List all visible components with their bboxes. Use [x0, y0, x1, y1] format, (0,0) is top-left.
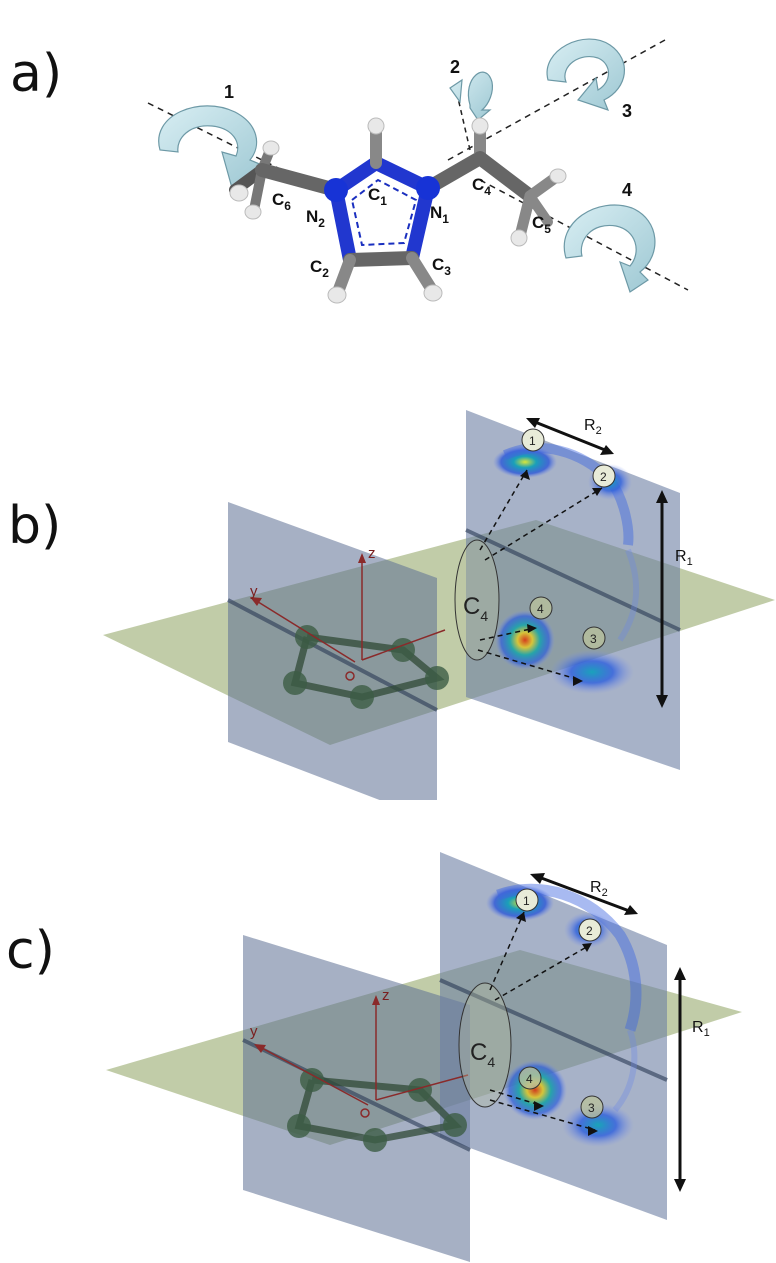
site-marker-3-b: 3: [582, 626, 606, 650]
x-axis-b: [361, 629, 446, 661]
rotation-arrow-1: [158, 105, 264, 190]
density-arc-side-c: [612, 1029, 638, 1112]
r1-label-c: R1: [692, 1019, 710, 1039]
x-axis-c: [375, 1074, 469, 1101]
density-arc-side: [617, 548, 640, 642]
site-marker-3-c: 3: [580, 1095, 604, 1119]
vectors-c: [489, 911, 596, 1131]
svg-text:2: 2: [600, 470, 607, 484]
svg-text:1: 1: [529, 434, 536, 448]
atom-label-c1: C1: [368, 185, 387, 208]
atom-label-n1: N1: [430, 203, 449, 226]
rotation-number-3: 3: [622, 101, 632, 121]
density-site-4: [495, 610, 555, 670]
density-site-3-c: [562, 1103, 634, 1147]
panel-label-a: a): [10, 44, 63, 104]
atom-label-n2: N2: [306, 207, 325, 230]
plane-intersection-right: [465, 528, 681, 632]
r1-label-b: R1: [675, 548, 693, 568]
c4-ellipse-c: [458, 982, 512, 1108]
density-site-3: [550, 650, 634, 694]
rotation-number-4: 4: [622, 180, 632, 200]
rotation-arrow-4: [563, 204, 656, 293]
site-marker-2-c: 2: [578, 918, 602, 942]
c4-label-c: C4: [470, 1039, 495, 1070]
site-marker-4-b: 4: [529, 596, 553, 620]
plane-intersection: [227, 598, 438, 712]
atom-label-c3: C3: [432, 255, 451, 278]
rotation-arrow-3: [546, 38, 625, 111]
atom-label-c4: C4: [472, 175, 491, 198]
panel-label-b: b): [8, 496, 62, 556]
c4-ellipse-b: [454, 539, 500, 661]
site-marker-1-b: 1: [521, 428, 545, 452]
svg-text:3: 3: [590, 632, 597, 646]
atom-n2: [324, 178, 348, 202]
aromatic-ring: [350, 178, 418, 247]
r2-arrow-b: [529, 418, 611, 454]
vectors-b: [477, 469, 603, 681]
rotation-number-2: 2: [450, 57, 460, 77]
r2-label-b: R2: [584, 417, 602, 437]
density-site-1: [493, 446, 557, 478]
atom-label-c5: C5: [532, 213, 551, 236]
r2-arrow-c: [535, 874, 633, 914]
y-axis-label-c: y: [250, 1023, 258, 1040]
atom-label-c2: C2: [310, 257, 329, 280]
panel-a-molecule: 1 2 3 4 C6 N2 C1 N1 C4 C5 C2 C3: [147, 38, 689, 304]
r2-label-c: R2: [590, 879, 608, 899]
site-marker-2-b: 2: [592, 464, 616, 488]
y-axis-c: [259, 1046, 369, 1106]
site-marker-4-c: 4: [518, 1066, 542, 1090]
left-vertical-plane: [228, 502, 437, 800]
hydrogen-atoms: [229, 117, 567, 304]
rotation-number-1: 1: [224, 82, 234, 102]
rotation-arrow-2: [449, 71, 494, 121]
molecule-bonds: [229, 122, 561, 298]
z-axis-label-c: z: [382, 987, 390, 1004]
svg-text:4: 4: [537, 602, 544, 616]
atom-n1: [416, 176, 440, 200]
svg-text:4: 4: [526, 1072, 533, 1086]
svg-text:2: 2: [586, 924, 593, 938]
ring-atoms-b: [283, 625, 449, 709]
svg-text:3: 3: [588, 1101, 595, 1115]
ring-atoms-c: [287, 1068, 467, 1152]
svg-text:1: 1: [523, 894, 530, 908]
z-axis-label-b: z: [368, 545, 376, 562]
origin-marker-c: [360, 1108, 370, 1118]
origin-marker-b: [345, 671, 355, 681]
site-marker-1-c: 1: [515, 888, 539, 912]
panel-label-c: c): [6, 921, 55, 981]
rotation-axis-3: [447, 39, 666, 161]
y-axis-b: [254, 599, 356, 663]
panel-b-distribution: z y C4 1 2 4 3 R2 R1: [103, 410, 775, 800]
plane-intersection-right-c: [439, 978, 668, 1082]
atom-label-c6: C6: [272, 190, 291, 213]
y-axis-label-b: y: [250, 583, 258, 600]
density-arc-top-c: [496, 883, 642, 1032]
c4-label-b: C4: [463, 593, 488, 624]
